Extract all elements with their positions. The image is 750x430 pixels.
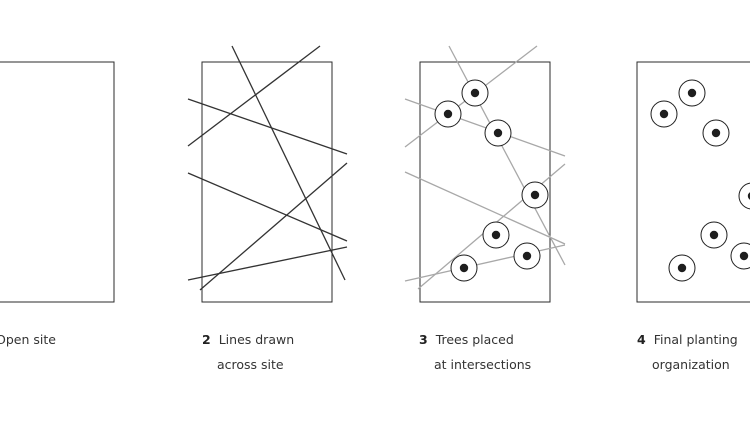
tree-icon [668, 254, 696, 282]
caption-2-line-2: across site [217, 357, 284, 372]
tree-icon [482, 221, 510, 249]
drawn-line [231, 45, 346, 281]
caption-step-1: Open site [0, 327, 56, 352]
caption-4-line-1: Final planting [653, 332, 738, 347]
caption-3-line-1: Trees placed [435, 332, 514, 347]
caption-4-line-2: organization [652, 357, 730, 372]
panel-4-final-planting [636, 61, 750, 303]
tree-icon [513, 242, 541, 270]
drawn-line [187, 246, 348, 281]
drawn-line [187, 45, 321, 147]
caption-step-4: 4 Final planting organization [637, 327, 738, 377]
caption-1-line-1: Open site [0, 332, 56, 347]
tree-icon [650, 100, 678, 128]
site-boundary-3 [419, 61, 551, 303]
caption-step-2: 2 Lines drawn across site [202, 327, 294, 377]
tree-icon [434, 100, 462, 128]
guide-line [404, 98, 566, 157]
step-4-number: 4 [637, 332, 646, 347]
caption-step-3: 3 Trees placed at intersections [419, 327, 531, 377]
guide-line [404, 171, 566, 245]
tree-icon [730, 242, 750, 270]
caption-3-line-2: at intersections [434, 357, 532, 372]
panel-3-trees-placed [404, 45, 566, 303]
drawn-line [187, 172, 348, 242]
caption-2-line-1: Lines drawn [218, 332, 295, 347]
tree-icon [678, 79, 706, 107]
tree-icon [702, 119, 730, 147]
tree-markers-3 [434, 79, 549, 282]
step-2-number: 2 [202, 332, 211, 347]
site-boundary-1 [0, 61, 115, 303]
drawn-line [199, 162, 348, 291]
drawn-line [187, 98, 348, 155]
tree-icon [461, 79, 489, 107]
site-boundary-4 [636, 61, 750, 303]
guide-line [404, 244, 566, 282]
panel-1-open-site [0, 61, 115, 303]
step-3-number: 3 [419, 332, 428, 347]
tree-markers-4 [650, 79, 750, 282]
site-boundary-2 [201, 61, 333, 303]
tree-icon [450, 254, 478, 282]
tree-icon [484, 119, 512, 147]
panel-2-lines-drawn [187, 45, 348, 303]
tree-icon [700, 221, 728, 249]
tree-icon [521, 181, 549, 209]
tree-icon [738, 182, 750, 210]
